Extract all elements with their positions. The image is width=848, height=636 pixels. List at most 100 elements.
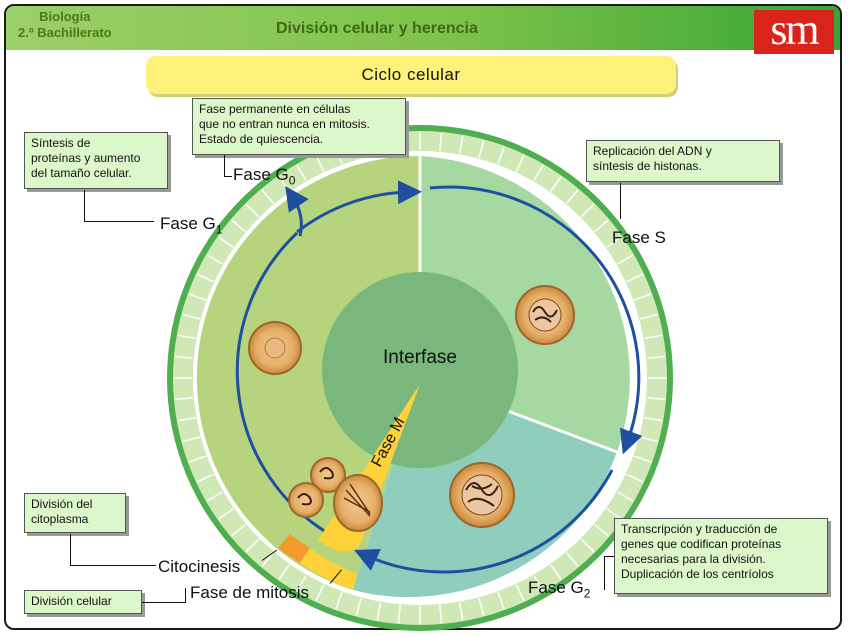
- ring-tick: [594, 523, 609, 537]
- ring-tick: [218, 236, 234, 248]
- ring-tick: [296, 575, 307, 592]
- ring-tick: [647, 397, 666, 401]
- ring-tick: [174, 397, 193, 401]
- connector-g0-h: [224, 176, 232, 177]
- note-g2-line: genes que codifican proteínas: [621, 537, 782, 551]
- ring-tick: [261, 552, 275, 567]
- ring-tick: [397, 605, 401, 624]
- cell-mitosis-prophase: [310, 457, 346, 493]
- note-mitosis-line: División celular: [31, 594, 112, 608]
- note-g1-line: proteínas y aumento: [31, 151, 141, 165]
- label-g0-sub: 0: [288, 173, 296, 188]
- note-g1: Síntesis de proteínas y aumento del tama…: [24, 132, 168, 189]
- ring-tick: [315, 584, 325, 602]
- ring-tick: [278, 564, 290, 580]
- ring-tick: [515, 154, 525, 172]
- subject-line2: 2.º Bachillerato: [18, 25, 112, 40]
- cell-g1: [248, 321, 302, 375]
- ring-tick: [182, 313, 200, 320]
- ring-tick: [626, 273, 644, 283]
- ring-tick: [231, 219, 246, 233]
- note-citocinesis-line: División del: [31, 497, 93, 511]
- ring-tick: [647, 355, 666, 359]
- connector-g1-h: [84, 221, 154, 222]
- arrow-g0: [285, 186, 309, 237]
- ring-tick: [580, 538, 595, 553]
- ring-tick: [315, 154, 325, 172]
- interfase-label: Interfase: [383, 347, 457, 368]
- note-g1-line: del tamaño celular.: [31, 166, 132, 180]
- note-citocinesis: División del citoplasma: [24, 493, 126, 533]
- ring-tick: [196, 273, 214, 283]
- note-g2-line: Duplicación de los centríolos: [621, 567, 774, 581]
- label-citocinesis: Citocinesis: [158, 557, 240, 577]
- ring-tick: [218, 508, 234, 520]
- ring-tick: [644, 416, 663, 422]
- note-mitosis: División celular: [24, 590, 142, 614]
- ring-tick: [355, 598, 362, 616]
- ring-tick: [188, 293, 207, 301]
- label-g2-main: Fase G: [528, 578, 584, 597]
- label-s-text: Fase S: [612, 228, 666, 247]
- ring-tick: [376, 602, 382, 621]
- ring-tick: [606, 508, 622, 520]
- ring-tick: [335, 591, 343, 610]
- ring-tick: [565, 552, 579, 567]
- connector-s: [620, 183, 621, 219]
- connector-cito-v: [70, 534, 71, 566]
- note-s-line: síntesis de histonas.: [593, 159, 702, 173]
- label-g2: Fase G2: [528, 578, 590, 600]
- label-mitosis: Fase de mitosis: [190, 583, 309, 603]
- ring-tick: [174, 355, 193, 359]
- interfase-circle: [322, 272, 518, 468]
- ring-tick: [439, 132, 443, 151]
- subject-line1: Biología: [39, 9, 91, 24]
- note-g0-line: Estado de quiescencia.: [199, 132, 324, 146]
- ring-tick: [533, 164, 544, 181]
- cell-s: [515, 285, 575, 345]
- ring-tick: [182, 436, 200, 443]
- label-s: Fase S: [612, 228, 666, 248]
- note-citocinesis-line: citoplasma: [31, 512, 89, 526]
- note-g2-line: Transcripción y traducción de: [621, 522, 778, 536]
- ring-tick: [478, 598, 485, 616]
- ring-tick: [594, 219, 609, 233]
- label-g1-main: Fase G: [160, 214, 216, 233]
- ring-tick: [617, 491, 634, 502]
- header-bar: Biología 2.º Bachillerato División celul…: [6, 6, 840, 50]
- arrow-s: [429, 185, 643, 455]
- subject-label: Biología 2.º Bachillerato: [18, 9, 112, 41]
- ring-tick: [231, 523, 246, 537]
- label-g1: Fase G1: [160, 214, 222, 236]
- label-g0-main: Fase G: [233, 165, 289, 184]
- note-g1-line: Síntesis de: [31, 136, 91, 150]
- ring-tick: [565, 189, 579, 204]
- label-g2-sub: 2: [583, 586, 591, 601]
- ring-tick: [478, 140, 485, 158]
- ring-tick: [606, 236, 622, 248]
- note-g2-line: necesarias para la división.: [621, 552, 766, 566]
- ring-tick: [617, 254, 634, 265]
- publisher-logo: sm: [754, 8, 834, 54]
- connector-g0: [224, 155, 225, 177]
- ring-tick: [188, 455, 207, 463]
- ring-tick: [644, 334, 663, 340]
- connector-mitosis-h: [142, 602, 186, 603]
- label-citocinesis-text: Citocinesis: [158, 557, 241, 576]
- note-s-line: Replicación del ADN y: [593, 144, 712, 158]
- ring-tick: [533, 575, 544, 592]
- cell-mitosis-anaphase: [333, 474, 383, 532]
- connector-g2: [604, 556, 614, 557]
- ring-tick: [633, 455, 652, 463]
- ring-tick: [245, 538, 260, 553]
- ring-tick: [177, 334, 196, 340]
- note-g2: Transcripción y traducción de genes que …: [614, 518, 828, 594]
- connector-g2-v: [604, 556, 605, 590]
- ring-tick: [261, 189, 275, 204]
- ring-tick: [458, 602, 464, 621]
- label-mitosis-text: Fase de mitosis: [190, 583, 310, 602]
- ring-tick: [497, 146, 505, 165]
- title-ribbon: Ciclo celular: [146, 56, 676, 94]
- note-s: Replicación del ADN y síntesis de histon…: [586, 140, 780, 182]
